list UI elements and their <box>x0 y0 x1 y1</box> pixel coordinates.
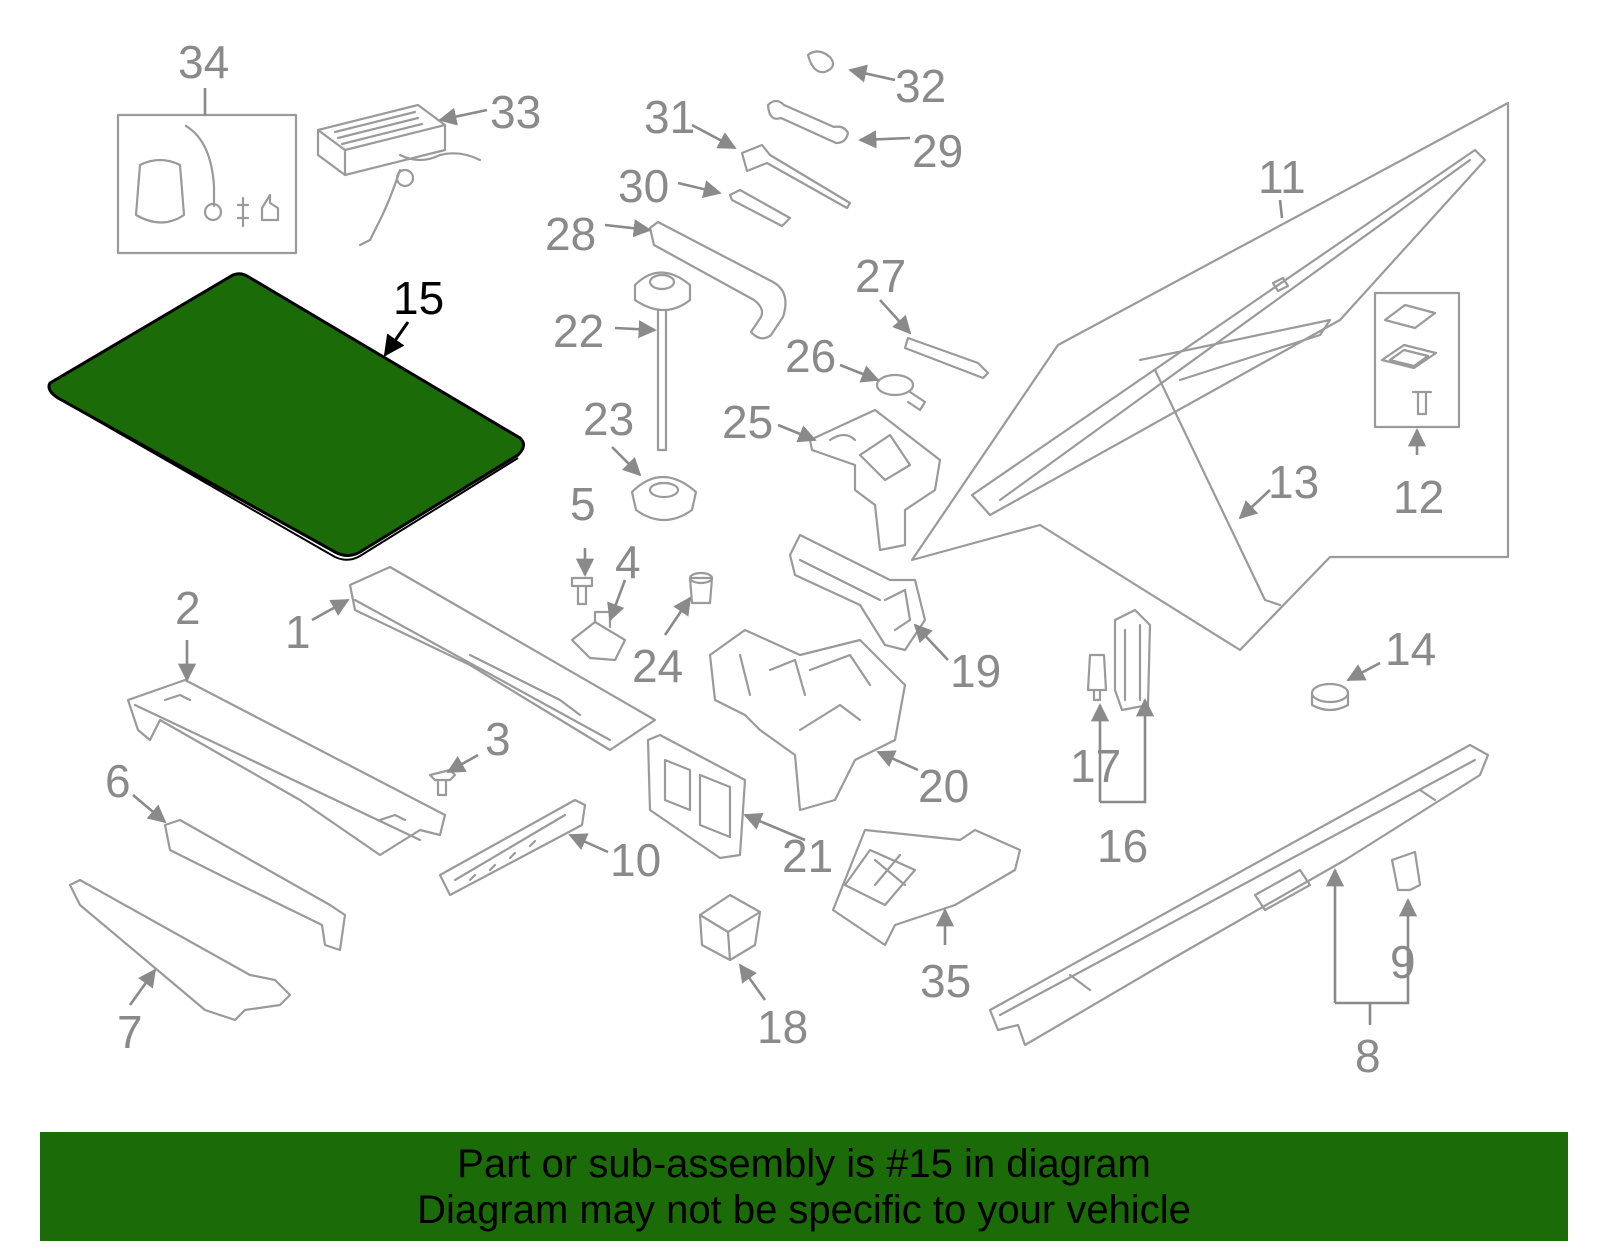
callout-9: 9 <box>1390 936 1416 988</box>
part-15-floor-cover[interactable] <box>47 272 525 561</box>
leader-lines <box>128 64 1427 1025</box>
part-14-grommet[interactable] <box>1310 682 1350 712</box>
part-22-spindle[interactable] <box>633 271 692 452</box>
callout-23: 23 <box>583 393 634 445</box>
part-1-bar[interactable] <box>348 565 657 752</box>
part-7-rail[interactable] <box>68 878 292 1022</box>
callout-4: 4 <box>615 536 641 588</box>
part-9-clip[interactable] <box>1390 850 1422 892</box>
callout-20: 20 <box>918 760 969 812</box>
callout-10: 10 <box>610 834 661 886</box>
callout-28: 28 <box>545 208 596 260</box>
part-17-bulb[interactable] <box>1086 653 1108 702</box>
callout-22: 22 <box>553 305 604 357</box>
part-26-clamp[interactable] <box>875 373 927 412</box>
part-25-holder[interactable] <box>808 408 942 552</box>
part-5-bolt[interactable] <box>570 576 594 606</box>
tools-group[interactable] <box>648 50 852 340</box>
part-11-trunk-lid[interactable] <box>910 101 1510 652</box>
banner-line-2: Diagram may not be specific to your vehi… <box>417 1187 1191 1232</box>
callout-30: 30 <box>618 160 669 212</box>
callout-13: 13 <box>1268 456 1319 508</box>
part-21-plate[interactable] <box>646 733 747 860</box>
callout-25: 25 <box>722 396 773 448</box>
part-16-lamp[interactable] <box>1113 608 1152 712</box>
callout-35: 35 <box>920 955 971 1007</box>
callout-2: 2 <box>175 582 201 634</box>
callout-29: 29 <box>912 125 963 177</box>
callout-14: 14 <box>1385 623 1436 675</box>
info-banner: Part or sub-assembly is #15 in diagram D… <box>40 1132 1568 1241</box>
callout-27: 27 <box>855 250 906 302</box>
callout-16: 16 <box>1097 820 1148 872</box>
callout-8: 8 <box>1355 1030 1381 1082</box>
callout-33: 33 <box>490 86 541 138</box>
part-20-jack-holder[interactable] <box>708 628 907 812</box>
part-27-strip[interactable] <box>903 336 990 380</box>
part-6-rail[interactable] <box>163 818 347 952</box>
part-35-tray[interactable] <box>831 828 1022 947</box>
callout-21: 21 <box>782 830 833 882</box>
callout-3: 3 <box>485 713 511 765</box>
callout-12: 12 <box>1393 471 1444 523</box>
callout-31: 31 <box>644 91 695 143</box>
part-2-bar[interactable] <box>126 678 447 857</box>
callout-32: 32 <box>895 60 946 112</box>
parts-diagram: 34 33 32 29 31 30 28 27 22 26 25 23 11 1… <box>47 36 1510 1082</box>
callout-11: 11 <box>1258 151 1306 203</box>
part-18-switch[interactable] <box>698 893 762 962</box>
part-19-bracket[interactable] <box>788 533 927 652</box>
part-3-clip[interactable] <box>428 768 457 797</box>
part-23-nut[interactable] <box>630 476 698 521</box>
part-33-compressor[interactable] <box>316 103 482 247</box>
callout-labels: 34 33 32 29 31 30 28 27 22 26 25 23 11 1… <box>105 36 1444 1082</box>
callout-18: 18 <box>757 1001 808 1053</box>
callout-7: 7 <box>117 1006 143 1058</box>
callout-17: 17 <box>1070 740 1121 792</box>
banner-line-1: Part or sub-assembly is #15 in diagram <box>457 1141 1151 1186</box>
callout-34: 34 <box>178 36 229 88</box>
callout-5: 5 <box>570 478 596 530</box>
part-10-rail[interactable] <box>438 798 587 897</box>
part-4-hook[interactable] <box>570 610 627 662</box>
part-12-kit[interactable] <box>1373 291 1461 429</box>
callout-26: 26 <box>785 330 836 382</box>
part-8-sill-plate[interactable] <box>988 743 1490 1047</box>
part-34-kit[interactable] <box>116 113 298 255</box>
callout-19: 19 <box>950 645 1001 697</box>
callout-24: 24 <box>632 640 683 692</box>
callout-15: 15 <box>393 272 444 324</box>
callout-1: 1 <box>285 606 311 658</box>
callout-6: 6 <box>105 755 131 807</box>
part-24-cap[interactable] <box>688 571 714 605</box>
